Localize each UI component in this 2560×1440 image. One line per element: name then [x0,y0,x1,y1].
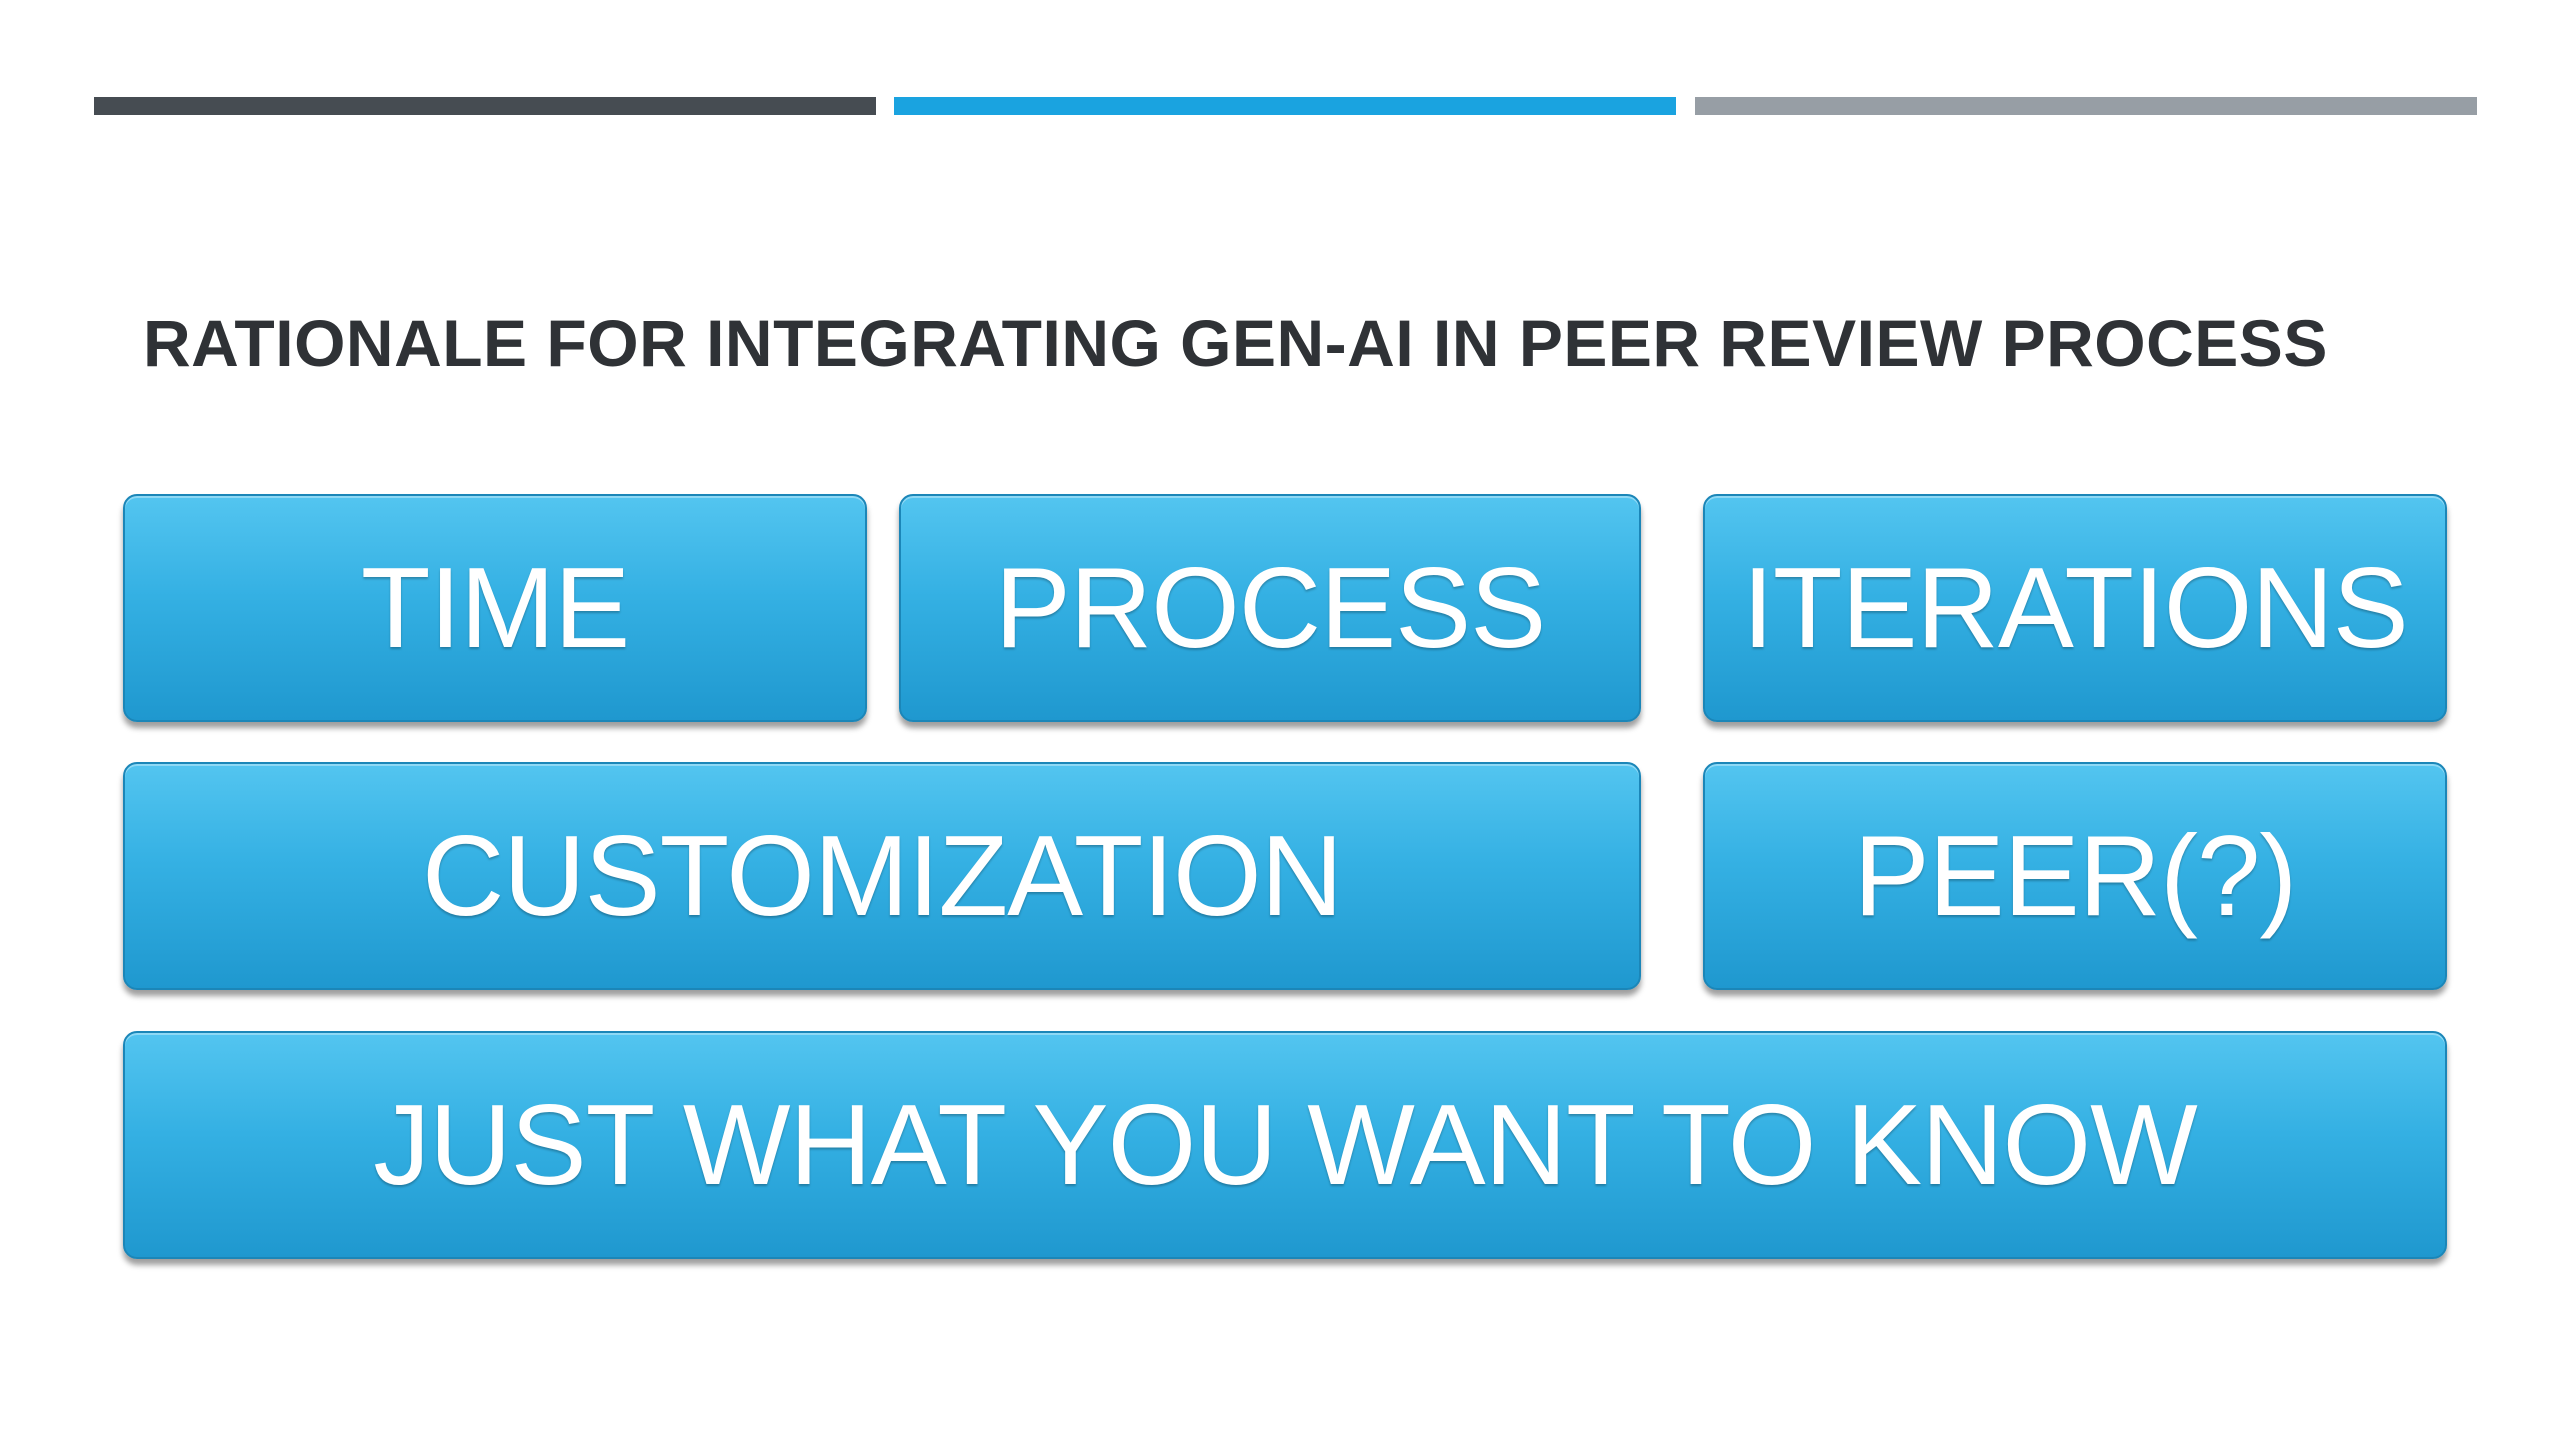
tile-process: PROCESS [899,494,1641,722]
accent-bar-blue [894,97,1676,115]
slide-title: RATIONALE FOR INTEGRATING GEN-AI IN PEER… [143,306,2328,380]
tile-just-what-you-want-to-know: JUST WHAT YOU WANT TO KNOW [123,1031,2447,1259]
accent-bar-dark [94,97,876,115]
accent-bar-gray [1695,97,2477,115]
tile-time: TIME [123,494,867,722]
tile-peer: PEER(?) [1703,762,2447,990]
tile-iterations: ITERATIONS [1703,494,2447,722]
tile-customization: CUSTOMIZATION [123,762,1641,990]
